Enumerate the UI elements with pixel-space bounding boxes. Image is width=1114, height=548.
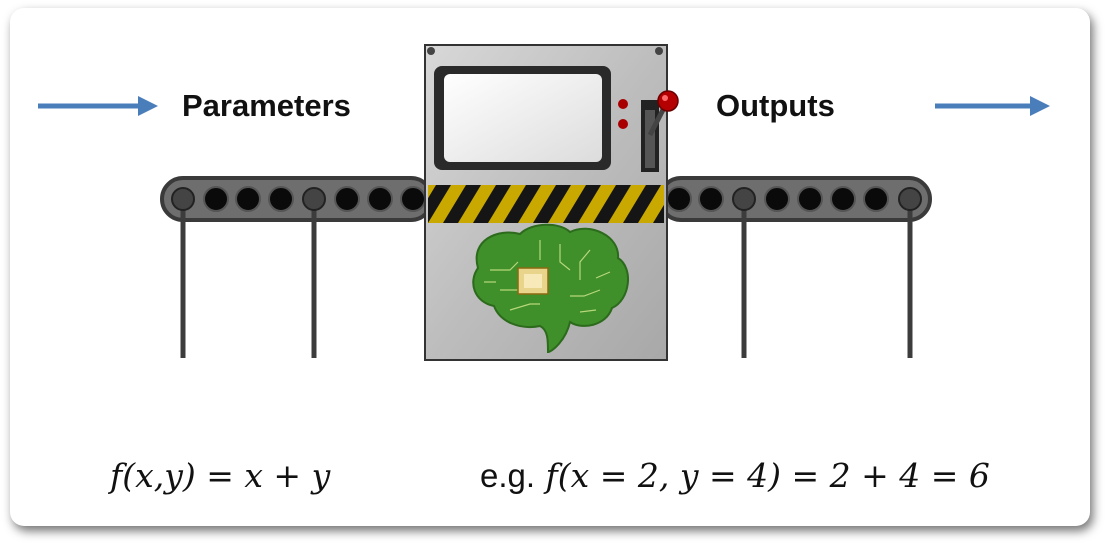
hazard-stripe-band xyxy=(518,185,556,223)
conveyor-belt-left xyxy=(160,176,434,222)
indicator-light-icon xyxy=(618,119,628,129)
machine xyxy=(424,44,679,361)
hazard-stripe-band xyxy=(548,185,586,223)
roller xyxy=(268,186,294,212)
hazard-stripe xyxy=(428,185,664,223)
roller xyxy=(334,186,360,212)
hazard-stripe-band xyxy=(488,185,526,223)
roller xyxy=(400,186,426,212)
hazard-stripe-band xyxy=(458,185,496,223)
output-arrow-icon xyxy=(935,96,1050,116)
hazard-stripe-band xyxy=(428,185,436,199)
hazard-stripe-band xyxy=(608,185,646,223)
roller xyxy=(235,186,261,212)
indicator-light-icon xyxy=(618,99,628,109)
roller xyxy=(698,186,724,212)
leg-joints xyxy=(171,187,922,211)
hazard-stripe-band xyxy=(638,185,664,223)
circuit-brain-icon xyxy=(472,223,630,354)
machine-screen xyxy=(434,66,611,170)
outputs-label: Outputs xyxy=(716,88,835,123)
parameters-label: Parameters xyxy=(182,88,351,123)
input-arrow-icon xyxy=(38,96,158,116)
example-prefix: e.g. xyxy=(480,457,536,494)
roller xyxy=(797,186,823,212)
hazard-stripe-band xyxy=(428,185,466,223)
hazard-stripe-band xyxy=(578,185,616,223)
roller xyxy=(863,186,889,212)
roller xyxy=(830,186,856,212)
roller xyxy=(666,186,692,212)
function-definition: f(x,y) = x + y xyxy=(110,456,331,495)
lever-icon xyxy=(641,90,679,172)
conveyor-legs xyxy=(180,200,913,358)
roller xyxy=(764,186,790,212)
function-example: e.g. f(x = 2, y = 4) = 2 + 4 = 6 xyxy=(480,456,990,495)
roller xyxy=(203,186,229,212)
conveyor-belt-right xyxy=(658,176,932,222)
roller xyxy=(367,186,393,212)
example-expression: f(x = 2, y = 4) = 2 + 4 = 6 xyxy=(545,456,990,495)
